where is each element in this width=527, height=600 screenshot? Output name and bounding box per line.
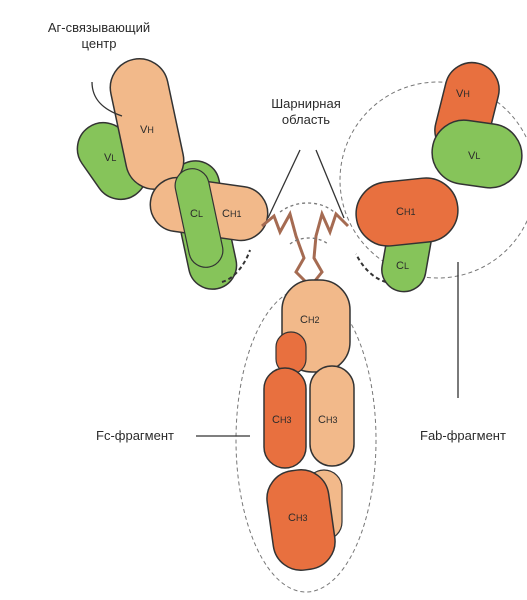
right-vh-label-sub: H: [463, 89, 470, 99]
hinge-chains: [262, 203, 348, 282]
left-vh-label: VH: [140, 122, 154, 138]
right-cl-label-sub: L: [404, 261, 409, 271]
fc-ch3-right-label-sub: H3: [326, 415, 338, 425]
left-cl-label-sub: L: [198, 209, 203, 219]
antigen-site-label-line1: Аг-связывающий: [24, 20, 174, 36]
antigen-site-label-line2: центр: [24, 36, 174, 52]
right-vl-label-sub: L: [475, 151, 480, 161]
hinge-disulfide-top: [280, 203, 334, 212]
fc-ch2-label-sub: H2: [308, 315, 320, 325]
right-vh-label: VH: [456, 86, 470, 102]
right-cl-label-text: C: [396, 260, 404, 272]
fc-ch3-lower-label-text: C: [288, 512, 296, 524]
right-ch1-label-text: C: [396, 206, 404, 218]
left-ch1-label-text: C: [222, 208, 230, 220]
left-ch1-label-sub: H1: [230, 209, 242, 219]
fc-ch3-right-label-text: C: [318, 414, 326, 426]
right-ch1-label: CH1: [396, 204, 415, 220]
right-cl-label: CL: [396, 258, 409, 274]
fc-ch3-left-label: CH3: [272, 412, 291, 428]
fc-ch3-lower-label: CH3: [288, 510, 307, 526]
left-vh-label-sub: H: [147, 125, 154, 135]
right-ch1-label-sub: H1: [404, 207, 416, 217]
fc-ch3-right-label: CH3: [318, 412, 337, 428]
right-fab-arm: [353, 57, 526, 295]
hinge-chain-left: [262, 214, 306, 282]
left-cl-label-text: C: [190, 208, 198, 220]
fc-ch2-label-text: C: [300, 314, 308, 326]
fc-ch3-left-label-sub: H3: [280, 415, 292, 425]
hinge-chain-right: [314, 214, 348, 282]
left-fab-arm: [67, 53, 271, 293]
hinge-label-line1: Шарнирная: [244, 96, 368, 112]
fab-fragment-label: Fab-фрагмент: [420, 428, 506, 444]
hinge-region-label: Шарнирная область: [244, 96, 368, 128]
fc-ch3-lower-label-sub: H3: [296, 513, 308, 523]
left-vl-label: VL: [104, 150, 116, 166]
hinge-label-line2: область: [244, 112, 368, 128]
left-cl-label: CL: [190, 206, 203, 222]
right-vl-label: VL: [468, 148, 480, 164]
fc-fragment-label: Fc-фрагмент: [96, 428, 174, 444]
hinge-pointer-left: [268, 150, 300, 218]
fc-ch3-left-label-text: C: [272, 414, 280, 426]
left-vl-label-sub: L: [111, 153, 116, 163]
antigen-site-label: Аг-связывающий центр: [24, 20, 174, 52]
left-ch1-label: CH1: [222, 206, 241, 222]
fc-ch2-label: CH2: [300, 312, 319, 328]
